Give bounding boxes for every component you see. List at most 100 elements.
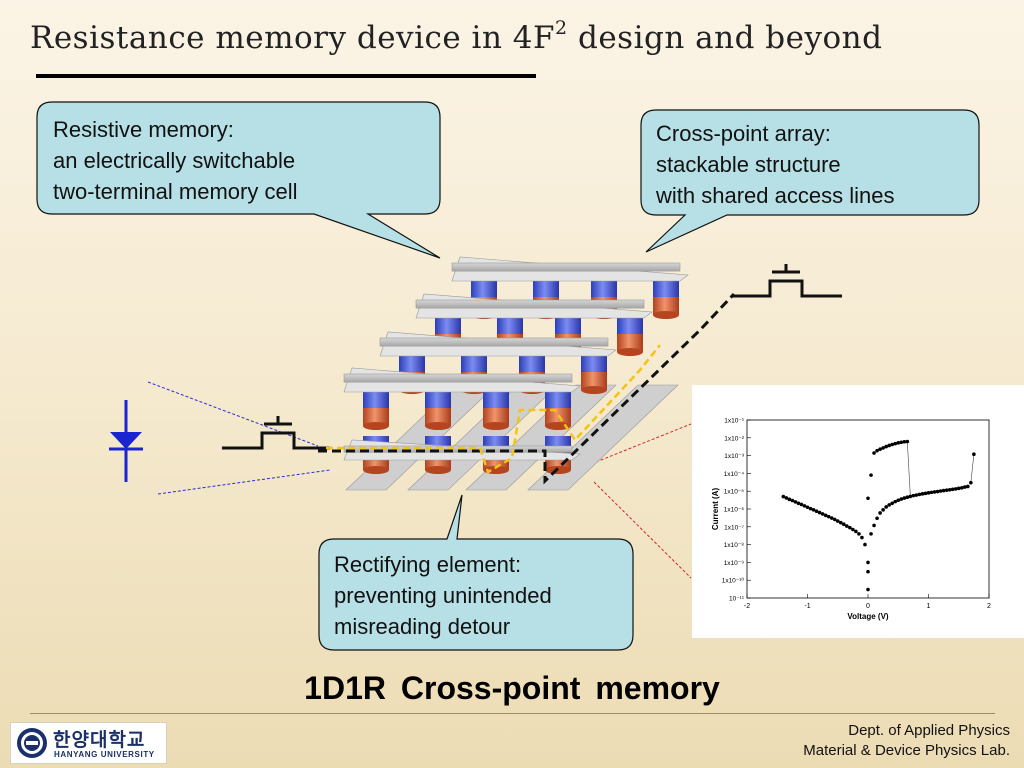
logo-english-text: HANYANG UNIVERSITY xyxy=(54,750,155,759)
data-point xyxy=(781,494,786,499)
y-tick-label: 1x10⁻¹ xyxy=(724,418,745,425)
memory-cell-top xyxy=(497,316,523,334)
memory-cell-bottom xyxy=(483,408,509,426)
memory-cell-bottom xyxy=(653,297,679,315)
data-point xyxy=(799,502,804,507)
data-point xyxy=(817,510,822,515)
data-point xyxy=(875,516,879,521)
callout-line: misreading detour xyxy=(334,614,511,639)
data-point xyxy=(851,527,855,532)
current-path xyxy=(318,292,736,485)
callout-line: an electrically switchable xyxy=(53,148,296,173)
diode-guide-line xyxy=(147,381,319,447)
memory-cell-top xyxy=(425,390,451,408)
memory-cell-top xyxy=(483,390,509,408)
data-point xyxy=(914,493,919,497)
data-point xyxy=(908,494,913,499)
data-point xyxy=(959,486,964,490)
data-point xyxy=(893,441,898,446)
data-point xyxy=(966,484,970,489)
data-point xyxy=(863,542,867,547)
data-point xyxy=(802,504,807,508)
data-point xyxy=(842,522,846,526)
data-point xyxy=(956,486,961,491)
reset-transition-line xyxy=(907,441,911,497)
callout-rectifying-text: Rectifying element: preventing unintende… xyxy=(334,549,552,642)
sneak-current-path xyxy=(326,344,661,474)
affiliation: Dept. of Applied Physics Material & Devi… xyxy=(803,721,1010,761)
footer-divider xyxy=(30,713,995,714)
y-tick-label: 1x10⁻⁷ xyxy=(724,524,745,531)
data-point xyxy=(805,505,810,510)
memory-cell-top xyxy=(363,390,389,408)
data-point xyxy=(926,491,931,495)
memory-cell-top xyxy=(533,279,559,297)
data-point xyxy=(917,492,922,497)
memory-cell-top xyxy=(617,316,643,334)
y-tick-label: 1x10⁻⁹ xyxy=(724,560,745,567)
data-point xyxy=(878,447,882,451)
data-point xyxy=(881,508,885,512)
callout-line: Resistive memory: xyxy=(53,117,234,142)
data-point xyxy=(866,587,870,592)
data-point xyxy=(857,532,861,536)
callout-line: stackable structure xyxy=(656,152,841,177)
y-tick-label: 10⁻¹¹ xyxy=(729,596,745,603)
memory-cell-base xyxy=(545,422,571,430)
data-point xyxy=(950,487,955,492)
data-point xyxy=(947,487,952,492)
data-point xyxy=(887,443,891,448)
data-point xyxy=(899,497,904,501)
data-point xyxy=(829,516,834,520)
memory-cell-base xyxy=(363,422,389,430)
transistor-switch-right xyxy=(732,264,842,298)
y-tick-label: 1x10⁻¹⁰ xyxy=(722,577,745,585)
callout-crosspoint-text: Cross-point array: stackable structure w… xyxy=(656,118,894,211)
data-point xyxy=(920,492,925,496)
data-point xyxy=(972,452,976,456)
memory-cell-top xyxy=(591,279,617,297)
university-logo: 한양대학교 HANYANG UNIVERSITY xyxy=(10,722,167,764)
data-point xyxy=(823,513,828,518)
data-point xyxy=(848,525,852,530)
transistor-switch-left xyxy=(222,416,330,450)
data-point xyxy=(878,511,882,515)
data-point xyxy=(944,488,949,492)
word-line-bar xyxy=(343,373,573,383)
data-point xyxy=(884,444,888,449)
word-line-bar xyxy=(379,337,609,347)
y-axis-label: Current (A) xyxy=(711,488,720,531)
logo-korean-text: 한양대학교 xyxy=(53,730,146,751)
lab-name: Material & Device Physics Lab. xyxy=(803,742,1010,759)
y-tick-label: 1x10⁻³ xyxy=(724,453,745,460)
data-point xyxy=(832,517,837,522)
memory-cell-base xyxy=(653,311,679,319)
callout-resistive-memory xyxy=(36,101,441,259)
memory-cell-base xyxy=(617,348,643,356)
data-point xyxy=(872,523,876,528)
data-point xyxy=(941,488,946,493)
memory-cell-base xyxy=(581,386,607,394)
data-point xyxy=(902,439,907,444)
data-point xyxy=(923,491,928,496)
memory-cell-bottom xyxy=(617,334,643,352)
data-point xyxy=(866,569,870,574)
data-point xyxy=(808,506,813,511)
plot-guide-line xyxy=(595,423,692,463)
callout-line: Cross-point array: xyxy=(656,121,831,146)
data-point xyxy=(860,535,864,540)
data-point xyxy=(866,496,870,501)
slide-title: Resistance memory device in 4F2 design a… xyxy=(30,17,883,56)
data-point xyxy=(872,451,876,455)
memory-cell-base xyxy=(425,466,451,474)
callout-line: preventing unintended xyxy=(334,583,552,608)
data-point xyxy=(811,508,816,512)
data-point xyxy=(854,529,858,534)
callout-crosspoint-array xyxy=(640,109,980,253)
data-point xyxy=(790,498,795,503)
slide-caption: 1D1R Cross-point memory xyxy=(304,670,720,706)
data-point xyxy=(890,501,894,506)
y-tick-label: 1x10⁻⁶ xyxy=(724,507,745,514)
